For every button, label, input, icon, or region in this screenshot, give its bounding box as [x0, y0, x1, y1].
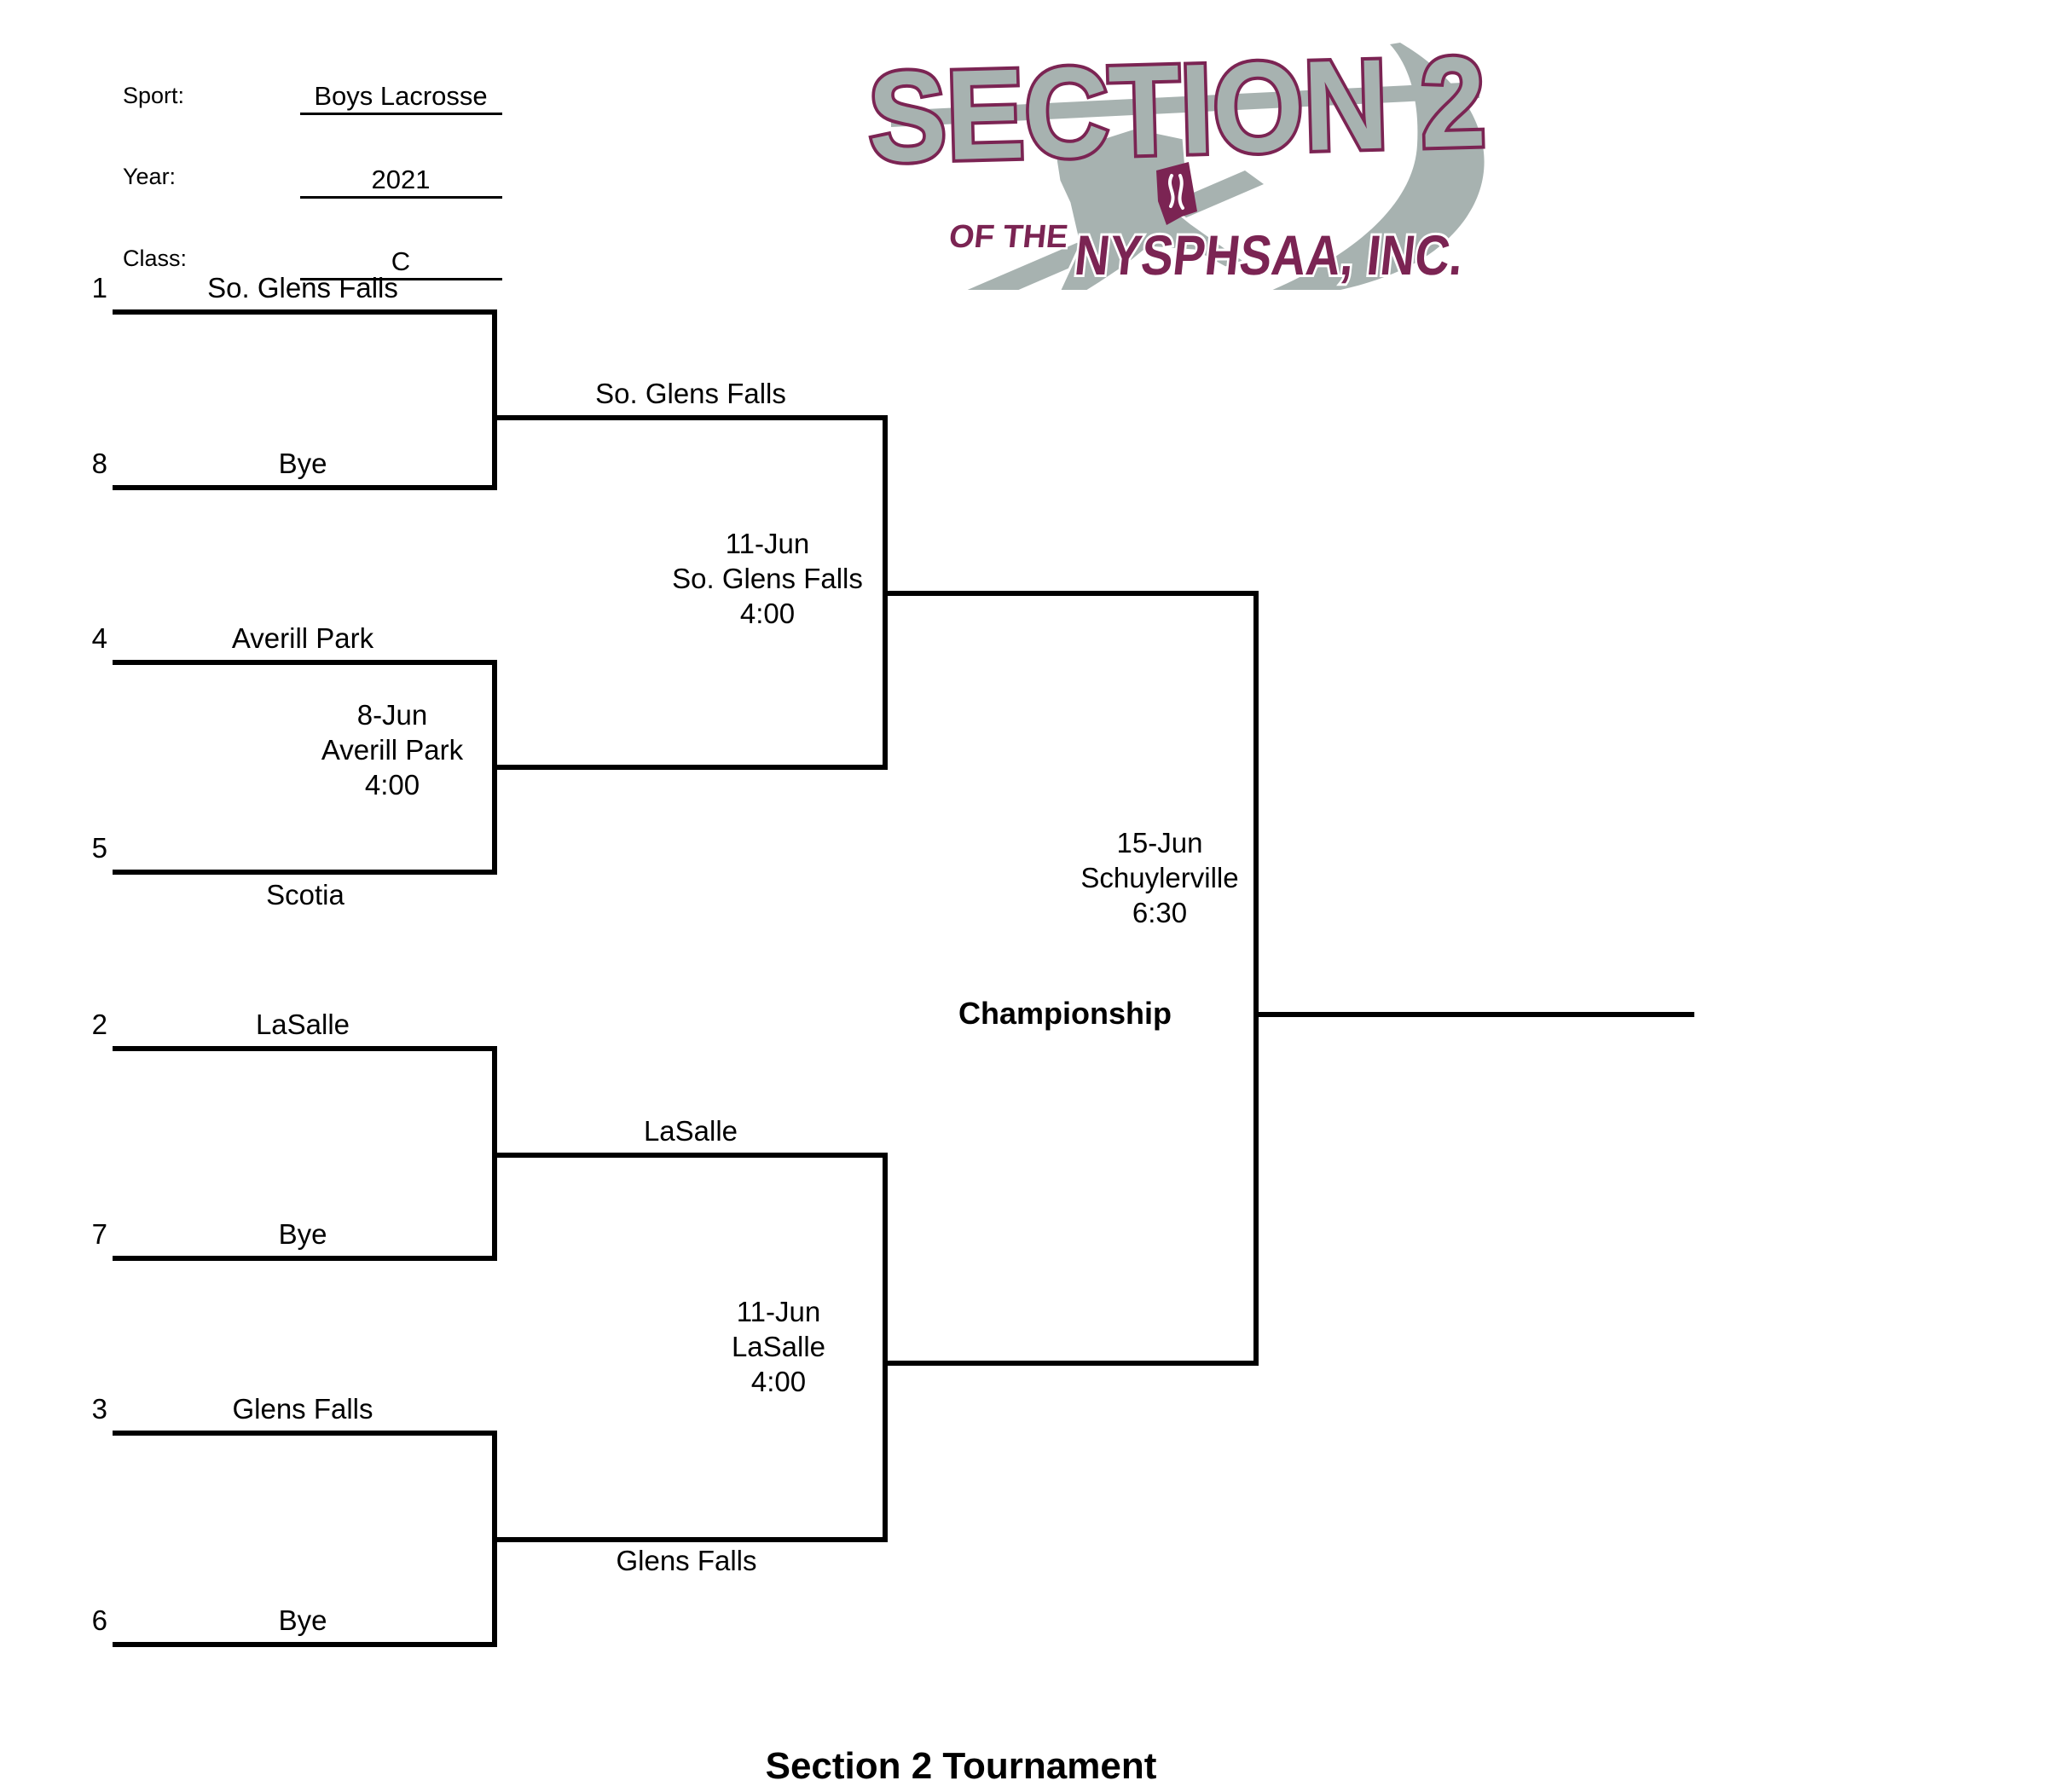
semifinal-top-info: 11-Jun So. Glens Falls 4:00	[580, 526, 955, 631]
semifinal-top-time: 4:00	[739, 598, 796, 629]
championship-label: Championship	[958, 996, 1172, 1031]
bracket-connector-championship	[1253, 591, 1259, 1366]
logo-title-text: SECTION 2	[866, 30, 1487, 189]
quarterfinal-date: 8-Jun	[356, 699, 428, 731]
bracket-line-seed2	[113, 1046, 492, 1051]
seed-number-8: 8	[91, 448, 107, 479]
logo-ofthe-text: OF THE	[947, 219, 1070, 255]
semifinal-bottom-location: LaSalle	[731, 1331, 826, 1362]
class-underline	[300, 278, 502, 280]
semifinal-bottom-time: 4:00	[750, 1366, 807, 1397]
sport-underline	[300, 113, 502, 115]
logo-org-text: NYSPHSAA, INC.	[1072, 224, 1467, 287]
r2-winner-lasalle: LaSalle	[643, 1115, 738, 1147]
seed-number-2: 2	[91, 1009, 107, 1040]
r2-winner-glensfalls: Glens Falls	[616, 1545, 757, 1576]
championship-date: 15-Jun	[1116, 827, 1203, 858]
championship-location: Schuylerville	[1080, 862, 1239, 893]
bracket-line-r2-lasalle	[492, 1153, 888, 1158]
year-value: 2021	[371, 165, 431, 194]
seed-number-5: 5	[91, 832, 107, 864]
quarterfinal-time: 4:00	[364, 769, 420, 801]
seed-number-1: 1	[91, 272, 107, 303]
team-label-seed8: Bye	[278, 448, 327, 479]
team-label-seed1: So. Glens Falls	[207, 272, 398, 303]
bracket-line-seed7	[113, 1256, 492, 1261]
sport-label: Sport:	[123, 83, 185, 108]
team-label-seed4: Averill Park	[231, 622, 374, 654]
class-label: Class:	[123, 246, 188, 271]
bracket-line-champion	[1253, 1012, 1694, 1017]
team-label-seed3: Glens Falls	[232, 1393, 373, 1425]
semifinal-bottom-date: 11-Jun	[736, 1296, 821, 1327]
seed-number-7: 7	[91, 1218, 107, 1250]
bracket-connector-1v8	[492, 309, 497, 490]
logo-swoosh-crescent	[1272, 43, 1485, 290]
team-label-seed2: LaSalle	[255, 1009, 350, 1040]
bracket-line-r2-top	[492, 415, 888, 420]
bracket-line-seed5	[113, 870, 492, 875]
semifinal-top-location: So. Glens Falls	[672, 563, 863, 594]
class-value: C	[391, 246, 411, 276]
bracket-line-r2-quarterfinal	[492, 765, 888, 770]
bracket-line-semifinal-top	[883, 591, 1259, 596]
bracket-line-seed6	[113, 1642, 492, 1647]
quarterfinal-location: Averill Park	[321, 734, 464, 766]
bracket-line-seed4	[113, 660, 492, 665]
logo-swoosh-band	[891, 82, 1479, 127]
section2-logo: SECTION 2 OF THE NYSPHSAA, INC.	[863, 26, 1491, 290]
semifinal-top-date: 11-Jun	[725, 528, 810, 559]
r2-winner-top: So. Glens Falls	[595, 378, 786, 409]
seed-number-3: 3	[91, 1393, 107, 1425]
bracket-line-seed8	[113, 485, 492, 490]
championship-time: 6:30	[1132, 897, 1188, 928]
semifinal-bottom-info: 11-Jun LaSalle 4:00	[591, 1294, 966, 1399]
year-label: Year:	[123, 164, 177, 189]
bracket-line-semifinal-bottom	[883, 1361, 1259, 1366]
quarterfinal-info: 8-Jun Averill Park 4:00	[205, 697, 580, 802]
bracket-line-seed3	[113, 1431, 492, 1436]
sport-value: Boys Lacrosse	[314, 81, 488, 111]
team-label-seed7: Bye	[278, 1218, 327, 1250]
logo-flame-icon	[1168, 174, 1184, 210]
bracket-line-r2-glensfalls	[492, 1537, 888, 1542]
seed-number-6: 6	[91, 1604, 107, 1636]
championship-info: 15-Jun Schuylerville 6:30	[972, 825, 1347, 930]
page-title: Section 2 Tournament	[765, 1745, 1157, 1787]
team-label-seed5: Scotia	[266, 879, 344, 910]
year-underline	[300, 196, 502, 199]
bracket-connector-semifinal-bottom	[883, 1153, 888, 1542]
team-label-seed6: Bye	[278, 1604, 327, 1636]
bracket-line-seed1	[113, 309, 492, 315]
seed-number-4: 4	[91, 622, 107, 654]
logo-section2-region	[1156, 162, 1197, 225]
